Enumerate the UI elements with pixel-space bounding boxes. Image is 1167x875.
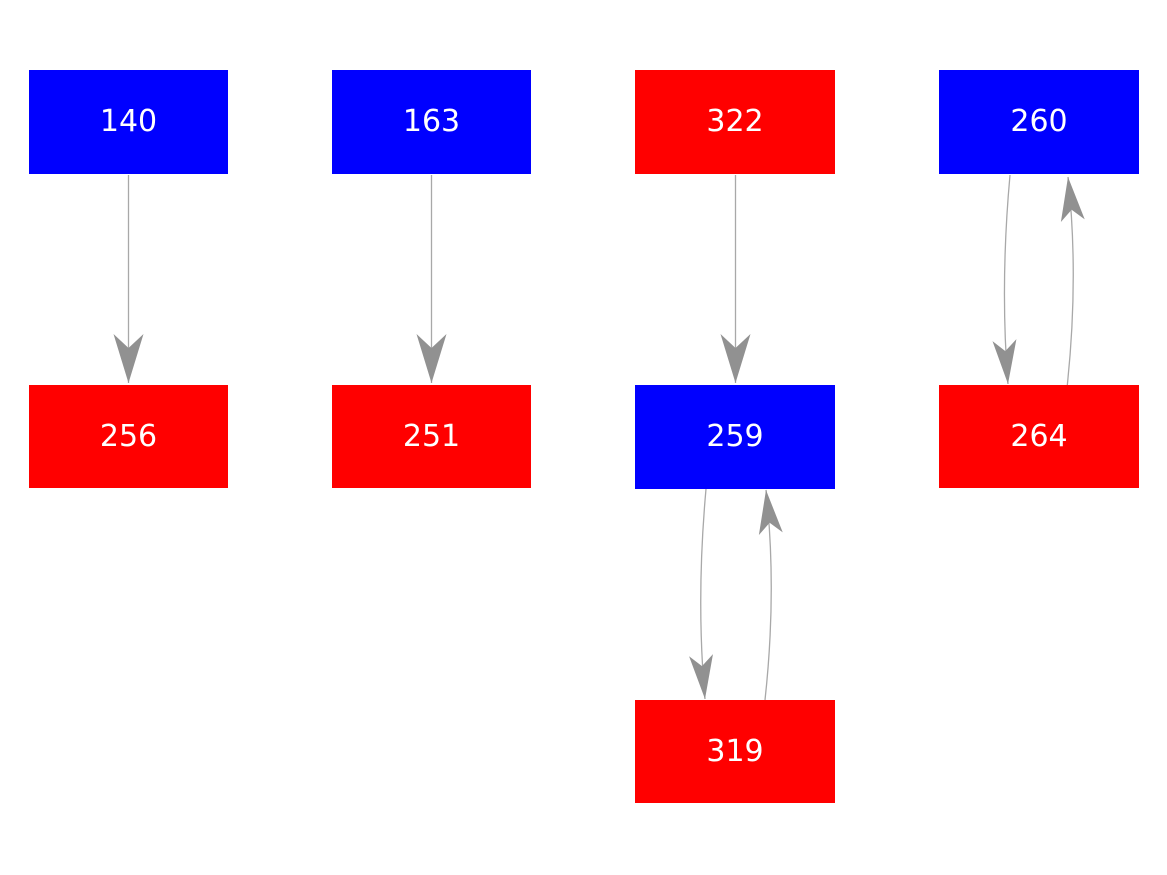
node-label: 260 <box>1010 104 1068 139</box>
node-140: 140 <box>29 70 228 174</box>
node-label: 319 <box>706 733 764 769</box>
node-251: 251 <box>332 385 531 488</box>
node-163: 163 <box>332 70 531 174</box>
edge-259-to-319 <box>689 488 713 700</box>
node-label: 140 <box>99 104 158 139</box>
edge-260-to-264 <box>992 174 1017 385</box>
node-label: 322 <box>706 104 764 139</box>
node-259: 259 <box>635 385 835 489</box>
node-256: 256 <box>29 385 228 488</box>
node-319: 319 <box>635 700 835 803</box>
edge-319-to-259 <box>758 489 783 701</box>
node-label: 256 <box>99 418 158 454</box>
node-260: 260 <box>939 70 1139 174</box>
edge-264-to-260 <box>1060 176 1085 389</box>
node-322: 322 <box>635 70 835 174</box>
node-264: 264 <box>939 385 1139 488</box>
node-label: 264 <box>1010 418 1068 454</box>
node-label: 259 <box>706 419 764 454</box>
node-label: 163 <box>402 104 461 139</box>
node-label: 251 <box>402 418 461 454</box>
